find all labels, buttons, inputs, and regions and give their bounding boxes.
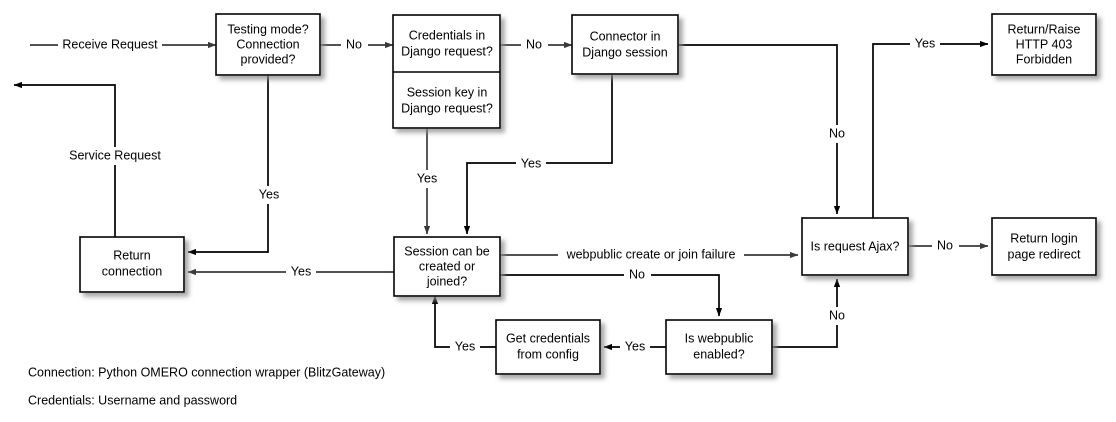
chip-connector-yes [516,155,546,173]
edge-label-service-request: Service Request [69,148,161,162]
node-credentials-line2: Django request? [401,44,493,58]
edge-label-ajax-no: No [937,238,953,252]
edge-label-webpublic-failure: webpublic create or join failure [566,247,736,261]
edge-label-testing-yes: Yes [259,187,279,201]
edge-service-request [13,81,116,237]
edge-webpublic-no [772,278,841,348]
node-login-redirect-line2: page redirect [1008,247,1081,261]
chip-credentials-yes [412,170,442,188]
edge-label-connector-no: No [829,126,845,140]
node-forbidden-line1: Return/Raise [1008,22,1081,36]
edge-label-session-yes: Yes [291,264,311,278]
node-http-403-forbidden[interactable]: Return/Raise HTTP 403 Forbidden [991,13,1097,76]
edge-ajax-yes [872,40,989,218]
node-is-request-ajax[interactable]: Is request Ajax? [801,217,909,276]
node-webpublic-enabled-line1: Is webpublic [685,331,754,345]
edge-label-ajax-yes: Yes [915,36,935,50]
node-login-redirect-line1: Return login [1010,231,1077,245]
chip-session-no [624,266,651,284]
chip-credentials-no [521,36,548,54]
node-get-credentials-line1: Get credentials [506,331,590,345]
node-testing-mode-line2: Connection [236,37,299,51]
node-get-credentials-line2: from config [517,347,579,361]
node-return-connection-line2: connection [102,264,163,278]
node-return-connection-line1: Return [113,248,151,262]
edge-label-webpublic-no: No [829,308,845,322]
edge-label-connector-yes: Yes [521,156,541,170]
edge-label-receive-request: Receive Request [62,37,158,51]
node-session-key-line1: Session key in [407,85,488,99]
node-connector-line1: Connector in [590,29,661,43]
chip-session-yes [286,263,316,281]
chip-ajax-yes [910,35,940,53]
chip-service-request [62,147,168,165]
node-ajax-line1: Is request Ajax? [811,239,900,253]
node-return-connection[interactable]: Return connection [79,236,185,293]
node-session-created-or-joined[interactable]: Session can be created or joined? [393,236,501,297]
chip-webpublic-yes [620,338,650,356]
edge-label-credentials-no: No [526,37,542,51]
note-connection: Connection: Python OMERO connection wrap… [28,365,385,379]
edge-session-no [500,274,723,317]
edge-label-session-no: No [629,267,645,281]
node-testing-mode-line3: provided? [241,52,296,66]
note-credentials: Credentials: Username and password [28,393,237,407]
node-credentials-session[interactable]: Credentials in Django request? Session k… [392,14,501,129]
node-is-webpublic-enabled[interactable]: Is webpublic enabled? [665,319,773,375]
chip-receive-request [58,36,162,54]
edge-label-testing-no: No [346,37,362,51]
edge-label-config-yes: Yes [455,339,475,353]
node-session-key-line2: Django request? [401,101,493,115]
node-forbidden-line2: HTTP 403 [1016,37,1073,51]
node-credentials-line1: Credentials in [409,28,485,42]
chip-ajax-no [932,237,959,255]
node-session-created-line3: joined? [426,274,467,288]
chip-connector-no [824,125,851,143]
node-session-created-line2: created or [419,259,475,273]
edge-testing-yes [187,75,269,256]
node-testing-mode[interactable]: Testing mode? Connection provided? [215,13,321,76]
edge-connector-no [678,44,841,215]
node-connector[interactable]: Connector in Django session [571,14,679,75]
node-session-created-line1: Session can be [404,244,490,258]
node-return-login-redirect[interactable]: Return login page redirect [991,217,1097,276]
chip-webpublic-no [824,307,851,325]
edge-label-credentials-yes: Yes [417,171,437,185]
node-forbidden-line3: Forbidden [1016,52,1072,66]
edge-label-webpublic-yes: Yes [625,339,645,353]
chip-testing-no [341,36,368,54]
chip-testing-yes [254,186,284,204]
node-connector-line2: Django session [582,45,668,59]
chip-webpublic-failure [558,246,744,264]
chip-config-yes [450,338,480,356]
node-webpublic-enabled-line2: enabled? [693,347,744,361]
node-testing-mode-line1: Testing mode? [227,22,308,36]
node-get-credentials-from-config[interactable]: Get credentials from config [495,319,601,375]
